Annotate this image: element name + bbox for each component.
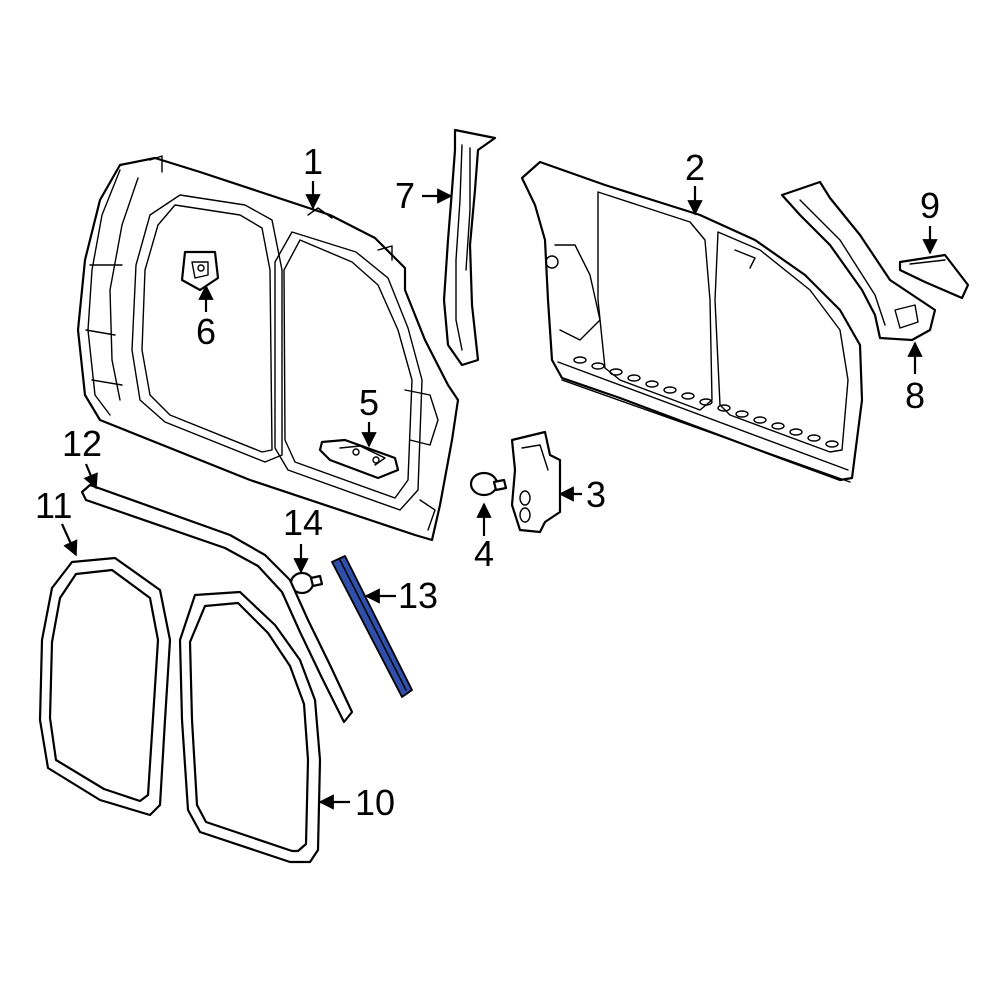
part-11-door-seal-front (38, 556, 172, 817)
svg-text:13: 13 (398, 575, 438, 616)
part-3-bracket (510, 430, 562, 534)
part-9-plate (898, 253, 970, 300)
svg-text:1: 1 (303, 141, 323, 182)
svg-text:9: 9 (920, 185, 940, 226)
svg-text:7: 7 (395, 175, 415, 216)
svg-text:12: 12 (62, 423, 102, 464)
part-6-bracket (180, 250, 220, 292)
svg-text:5: 5 (359, 382, 379, 423)
svg-text:8: 8 (905, 375, 925, 416)
callout-5: 5 (359, 382, 379, 448)
callout-11: 11 (35, 485, 78, 557)
part-13-seal-highlighted (331, 555, 413, 698)
callout-12: 12 (62, 423, 102, 490)
callout-1: 1 (303, 141, 323, 210)
callout-4: 4 (474, 502, 494, 574)
svg-text:11: 11 (35, 485, 72, 526)
svg-text:10: 10 (355, 782, 395, 823)
callout-9: 9 (920, 185, 940, 255)
callout-2: 2 (685, 147, 705, 216)
part-12-weatherstrip (80, 483, 354, 724)
part-4-push-pin (469, 471, 508, 497)
svg-text:2: 2 (685, 147, 705, 188)
callout-3: 3 (558, 474, 606, 515)
part-2-inner-side-panel (520, 160, 864, 483)
part-7-pillar (442, 128, 497, 367)
callout-14: 14 (283, 502, 323, 574)
part-14-push-pin (289, 571, 324, 595)
callout-10: 10 (318, 782, 395, 823)
svg-text:6: 6 (196, 311, 216, 352)
svg-text:3: 3 (586, 474, 606, 515)
callout-6: 6 (196, 284, 216, 352)
svg-text:4: 4 (474, 533, 494, 574)
callout-8: 8 (905, 341, 925, 416)
callout-13: 13 (364, 575, 438, 616)
callout-7: 7 (395, 175, 453, 216)
part-8-pillar (780, 180, 937, 342)
part-5-bracket (318, 438, 400, 480)
part-10-door-seal-rear (178, 590, 322, 864)
svg-text:14: 14 (283, 502, 323, 543)
